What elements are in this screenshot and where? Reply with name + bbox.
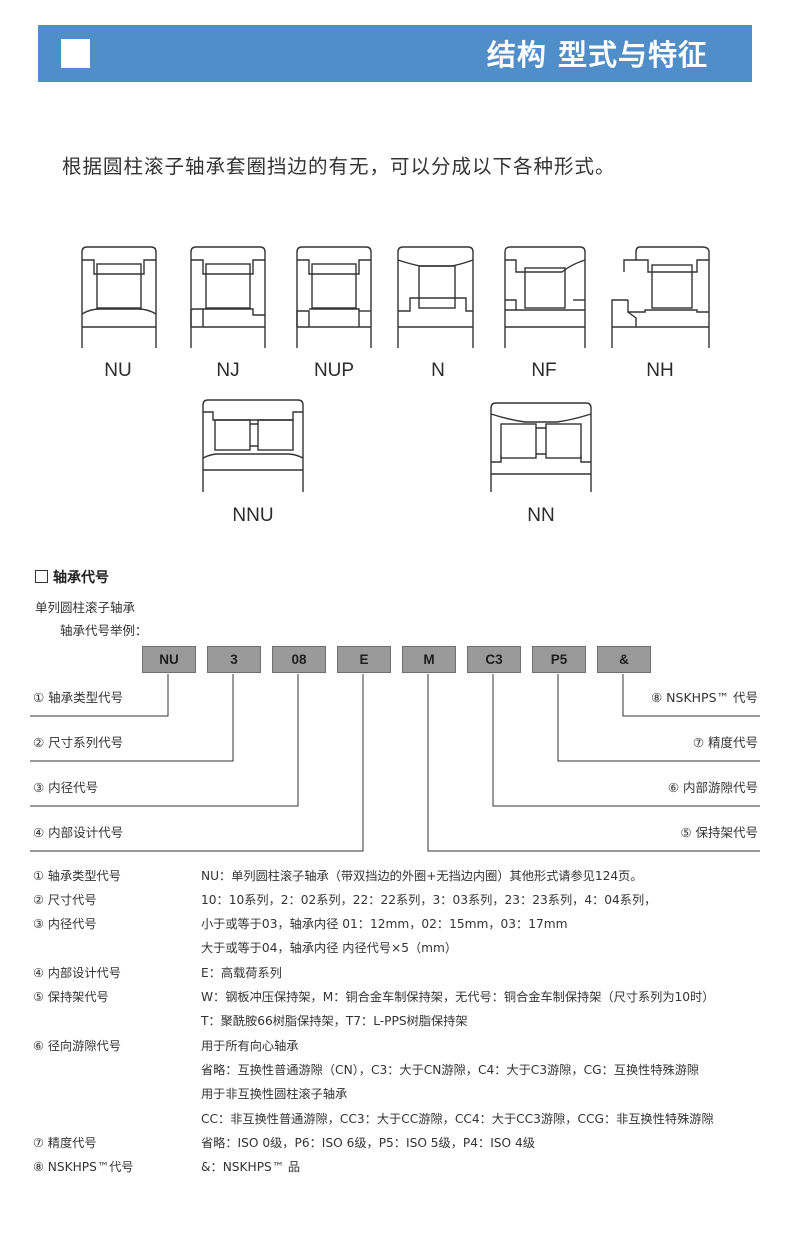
bearing-diagram-nh [611,246,710,348]
bearing-diagrams [81,246,710,492]
code-box-bore: 08 [272,646,326,673]
callout-clearance: ⑥ 内部游隙代号 [667,780,758,795]
callout-precision: ⑦ 精度代号 [692,735,758,750]
detail-text: 省略：ISO 0级，P6：ISO 6级，P5：ISO 5级，P4：ISO 4级 [201,1136,535,1150]
code-box-nskhps: & [597,646,651,673]
bearing-label-nnu: NNU [232,505,274,526]
page-header: 结构 型式与特征 [38,25,752,82]
detail-text: W：钢板冲压保持架，M：铜合金车制保持架，无代号：铜合金车制保持架（尺寸系列为1… [201,990,715,1004]
callout-internal-design: ④ 内部设计代号 [33,825,124,840]
callout-bore: ③ 内径代号 [33,780,99,795]
example-label: 轴承代号举例： [60,623,148,638]
checkbox-square-icon [35,570,48,583]
section-subtitle: 单列圆柱滚子轴承 [35,600,136,615]
code-box-internal-design: E [337,646,391,673]
detail-text: T：聚酰胺66树脂保持架，T7：L-PPS树脂保持架 [201,1014,468,1028]
detail-label: ② 尺寸代号 [33,893,97,907]
code-box-cage: M [402,646,456,673]
header-square-icon [61,39,90,68]
callout-size-series: ② 尺寸系列代号 [33,735,124,750]
callout-nskhps: ⑧ NSKHPS™ 代号 [650,690,758,705]
section-title: 轴承代号 [35,567,109,587]
code-connector-lines [30,674,760,852]
intro-text: 根据圆柱滚子轴承套圈挡边的有无，可以分成以下各种形式。 [62,155,616,178]
code-box-clearance: C3 [467,646,521,673]
callout-type: ① 轴承类型代号 [33,690,124,705]
detail-label: ⑥ 径向游隙代号 [33,1039,121,1053]
detail-label: ⑤ 保持架代号 [33,990,109,1004]
callout-cage: ⑤ 保持架代号 [680,825,758,840]
detail-label: ③ 内径代号 [33,917,97,931]
bearing-label-n: N [431,360,445,381]
detail-text: 大于或等于04，轴承内径 内径代号×5（mm） [201,941,458,955]
bearing-diagram-nnu [202,399,304,492]
detail-text: NU：单列圆柱滚子轴承（带双挡边的外圈+无挡边内圈）其他形式请参见124页。 [201,869,643,883]
detail-text: &：NSKHPS™ 品 [201,1160,301,1174]
detail-text: E：高载荷系列 [201,966,282,980]
detail-text: CC：非互换性普通游隙，CC3：大于CC游隙，CC4：大于CC3游隙，CCG：非… [201,1112,714,1126]
bearing-label-nj: NJ [216,360,240,381]
detail-text: 小于或等于03，轴承内径 01：12mm，02：15mm，03：17mm [201,917,568,931]
detail-label: ⑦ 精度代号 [33,1136,97,1150]
detail-label: ⑧ NSKHPS™代号 [33,1160,134,1174]
code-box-size-series: 3 [207,646,261,673]
detail-label: ① 轴承类型代号 [33,869,121,883]
detail-text: 10：10系列，2：02系列，22：22系列，3：03系列，23：23系列，4：… [201,893,657,907]
bearing-label-nh: NH [646,360,674,381]
bearing-diagram-nj [190,246,266,348]
detail-label: ④ 内部设计代号 [33,966,121,980]
detail-text: 省略：互换性普通游隙（CN），C3：大于CN游隙，C4：大于C3游隙，CG：互换… [201,1063,700,1077]
bearing-diagram-n [397,246,474,348]
section-title-text: 轴承代号 [53,570,109,586]
bearing-diagram-nu [81,246,157,348]
bearing-label-nu: NU [104,360,132,381]
detail-text: 用于所有向心轴承 [201,1039,299,1053]
bearing-label-nf: NF [531,360,557,381]
bearing-label-nn: NN [527,505,555,526]
code-box-type: NU [142,646,196,673]
bearing-label-nup: NUP [313,360,355,381]
bearing-diagram-nup [296,246,372,348]
detail-text: 用于非互换性圆柱滚子轴承 [201,1087,348,1101]
page-title: 结构 型式与特征 [486,38,708,72]
code-box-precision: P5 [532,646,586,673]
bearing-diagram-nn [490,402,592,492]
bearing-diagram-nf [504,246,586,348]
